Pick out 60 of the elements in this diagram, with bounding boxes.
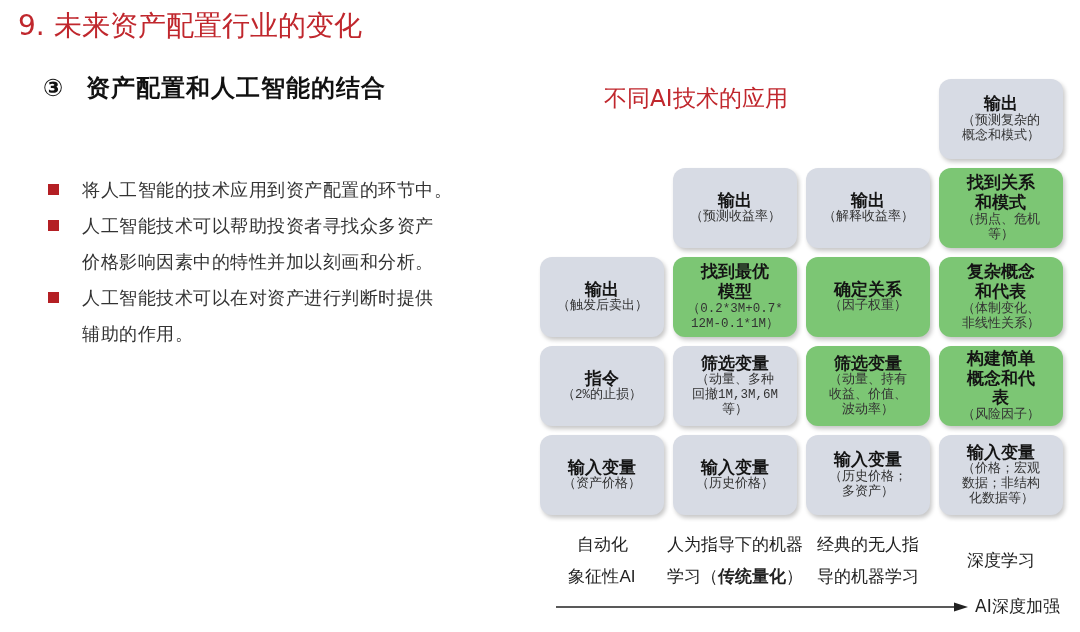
highlighted-stage-box [939, 168, 1063, 248]
box-detail: （触发后卖出） [556, 299, 648, 315]
chart-heading: 不同AI技术的应用 [604, 84, 788, 113]
bullet-text: 将人工智能的技术应用到资产配置的环节中。 [82, 178, 453, 202]
box-detail: （体制变化、非线性关系） [961, 301, 1041, 332]
box-detail: （风险因子） [962, 407, 1040, 423]
stage-box [806, 435, 930, 515]
box-heading: 输入变量 [701, 457, 769, 477]
box-heading: 输出 [718, 190, 752, 210]
slide-title: 9. 未来资产配置行业的变化 [18, 8, 362, 44]
section-heading: 资产配置和人工智能的结合 [86, 73, 386, 103]
highlighted-stage-box [673, 257, 797, 337]
box-heading: 筛选变量 [834, 353, 902, 373]
stage-box [673, 346, 797, 426]
stage-box [673, 168, 797, 248]
box-heading: 找到最优模型 [699, 262, 770, 302]
column-label: 深度学习 [966, 550, 1036, 572]
box-heading: 输出 [585, 279, 619, 299]
stage-box [540, 346, 664, 426]
highlighted-stage-box [939, 346, 1063, 426]
highlighted-stage-box [939, 257, 1063, 337]
bullet-text: 人工智能技术可以在对资产进行判断时提供辅助的作用。 [82, 286, 435, 346]
box-heading: 输出 [984, 94, 1018, 114]
box-detail: （价格；宏观数据；非结构化数据等） [961, 462, 1041, 508]
box-heading: 构建简单概念和代表 [965, 349, 1036, 408]
box-detail: （动量、持有收益、价值、波动率） [828, 373, 908, 419]
stage-box [673, 435, 797, 515]
box-heading: 输入变量 [834, 450, 902, 470]
box-detail: （动量、多种回撤1M,3M,6M等） [691, 373, 779, 419]
box-heading: 指令 [585, 368, 619, 388]
box-detail: （历史价格；多资产） [828, 469, 908, 500]
box-detail: （预测复杂的概念和模式） [961, 113, 1041, 144]
stage-box [540, 435, 664, 515]
box-detail: （因子权重） [829, 299, 907, 315]
bullet-text: 人工智能技术可以帮助投资者寻找众多资产价格影响因素中的特性并加以刻画和分析。 [82, 214, 435, 274]
box-heading: 输入变量 [967, 442, 1035, 462]
highlighted-stage-box [806, 346, 930, 426]
box-heading: 输入变量 [568, 457, 636, 477]
box-detail: （0.2*3M+0.7*12M-0.1*1M） [686, 301, 784, 332]
box-heading: 找到关系和模式 [965, 173, 1036, 212]
box-heading: 输出 [851, 190, 885, 210]
box-detail: （资产价格） [563, 477, 641, 493]
box-detail: （历史价格） [696, 477, 774, 493]
box-heading: 复杂概念和代表 [966, 262, 1036, 301]
direction-label: AI深度加强 [975, 595, 1060, 618]
column-label: 自动化象征性AI [567, 534, 637, 588]
box-detail: （拐点、危机等） [961, 212, 1041, 243]
highlighted-stage-box [806, 257, 930, 337]
column-label: 经典的无人指导的机器学习 [816, 534, 920, 588]
box-heading: 筛选变量 [701, 353, 769, 373]
stage-box [540, 257, 664, 337]
box-detail: （预测收益率） [689, 210, 781, 226]
column-label: 人为指导下的机器学习（传统量化） [666, 534, 804, 588]
box-detail: （2%的止损） [562, 388, 642, 404]
step-number: ③ [43, 73, 64, 103]
stage-box [939, 79, 1063, 159]
box-heading: 确定关系 [834, 279, 902, 299]
stage-box [806, 168, 930, 248]
stage-box [939, 435, 1063, 515]
box-detail: （解释收益率） [822, 210, 914, 226]
